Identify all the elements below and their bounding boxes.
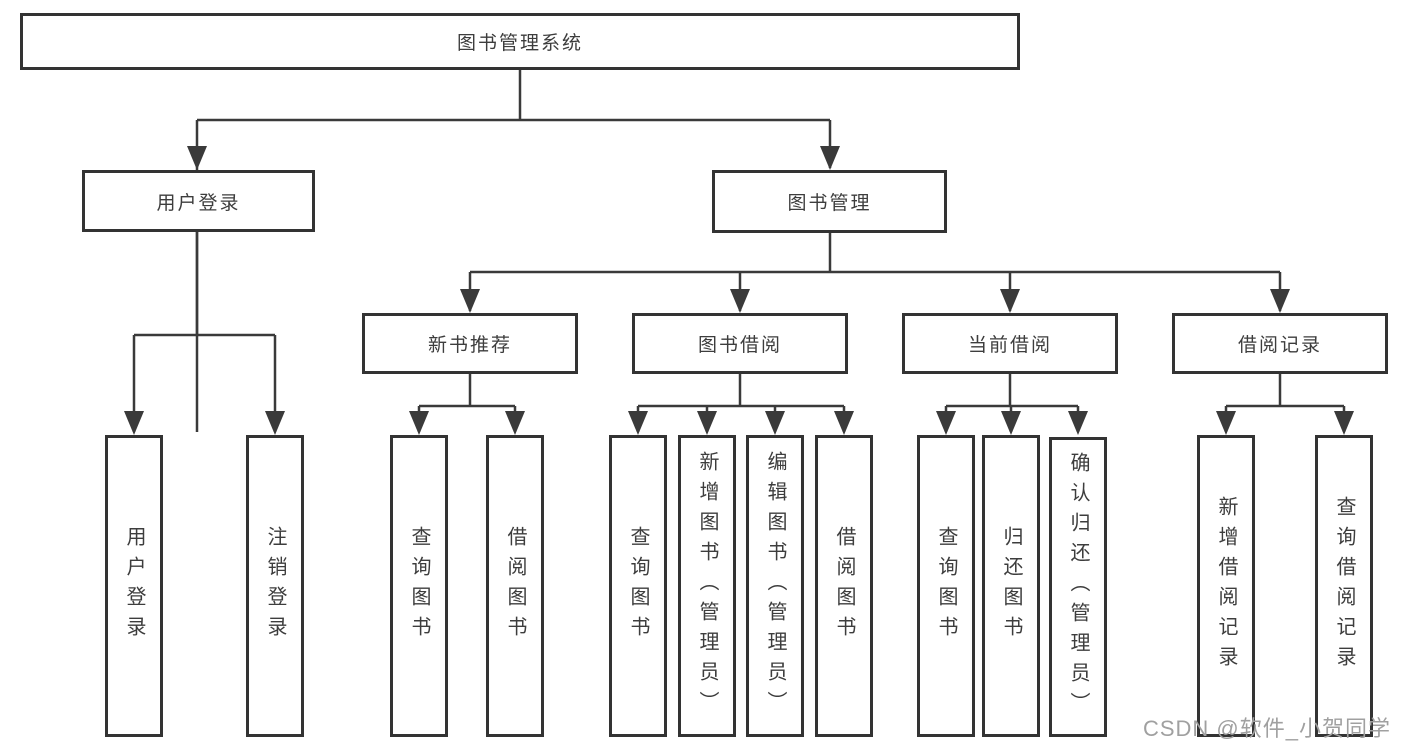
- node-new-book-recommendation: 新书推荐: [362, 313, 578, 374]
- leaf-borrow-borrow-books: 借阅图书: [815, 435, 873, 737]
- leaf-current-query-books: 查询图书: [917, 435, 975, 737]
- leaf-rec-query-books-label: 查询图书: [408, 526, 430, 646]
- leaf-current-query-books-label: 查询图书: [935, 526, 957, 646]
- leaf-records-query-record-label: 查询借阅记录: [1333, 496, 1355, 676]
- node-library-system: 图书管理系统: [20, 13, 1020, 70]
- leaf-logout-label: 注销登录: [264, 526, 286, 646]
- node-library-system-label: 图书管理系统: [456, 33, 583, 54]
- csdn-watermark: CSDN @软件_小贺同学: [1142, 716, 1391, 741]
- leaf-current-return-books: 归还图书: [982, 435, 1040, 737]
- leaf-records-query-record: 查询借阅记录: [1315, 435, 1373, 737]
- node-current-borrowing: 当前借阅: [902, 313, 1118, 374]
- leaf-current-confirm-return-admin-label: 确认归还（管理员）: [1067, 452, 1089, 722]
- leaf-borrow-query-books-label: 查询图书: [627, 526, 649, 646]
- leaf-rec-borrow-books: 借阅图书: [486, 435, 544, 737]
- arrowheads: [124, 146, 1354, 435]
- node-user-login-label: 用户登录: [156, 192, 241, 214]
- leaf-logout: 注销登录: [246, 435, 304, 737]
- leaf-current-confirm-return-admin: 确认归还（管理员）: [1049, 437, 1107, 737]
- leaf-user-login: 用户登录: [105, 435, 163, 737]
- node-borrowing-records-label: 借阅记录: [1237, 335, 1322, 356]
- node-user-login: 用户登录: [82, 170, 315, 232]
- node-book-management: 图书管理: [712, 170, 947, 233]
- node-book-management-label: 图书管理: [787, 193, 872, 214]
- node-book-borrowing: 图书借阅: [632, 313, 848, 374]
- leaf-user-login-label: 用户登录: [123, 526, 145, 646]
- node-current-borrowing-label: 当前借阅: [967, 335, 1052, 356]
- leaf-rec-query-books: 查询图书: [390, 435, 448, 737]
- leaf-borrow-add-books-admin: 新增图书（管理员）: [678, 435, 736, 737]
- leaf-records-add-record-label: 新增借阅记录: [1215, 496, 1237, 676]
- leaf-current-return-books-label: 归还图书: [1000, 526, 1022, 646]
- leaf-borrow-query-books: 查询图书: [609, 435, 667, 737]
- node-book-borrowing-label: 图书借阅: [697, 335, 782, 356]
- leaf-rec-borrow-books-label: 借阅图书: [504, 526, 526, 646]
- leaf-borrow-add-books-admin-label: 新增图书（管理员）: [696, 451, 718, 721]
- node-borrowing-records: 借阅记录: [1172, 313, 1388, 374]
- leaf-borrow-edit-books-admin-label: 编辑图书（管理员）: [764, 451, 786, 721]
- node-new-book-recommendation-label: 新书推荐: [427, 335, 512, 356]
- leaf-borrow-edit-books-admin: 编辑图书（管理员）: [746, 435, 804, 737]
- leaf-borrow-borrow-books-label: 借阅图书: [833, 526, 855, 646]
- leaf-records-add-record: 新增借阅记录: [1197, 435, 1255, 737]
